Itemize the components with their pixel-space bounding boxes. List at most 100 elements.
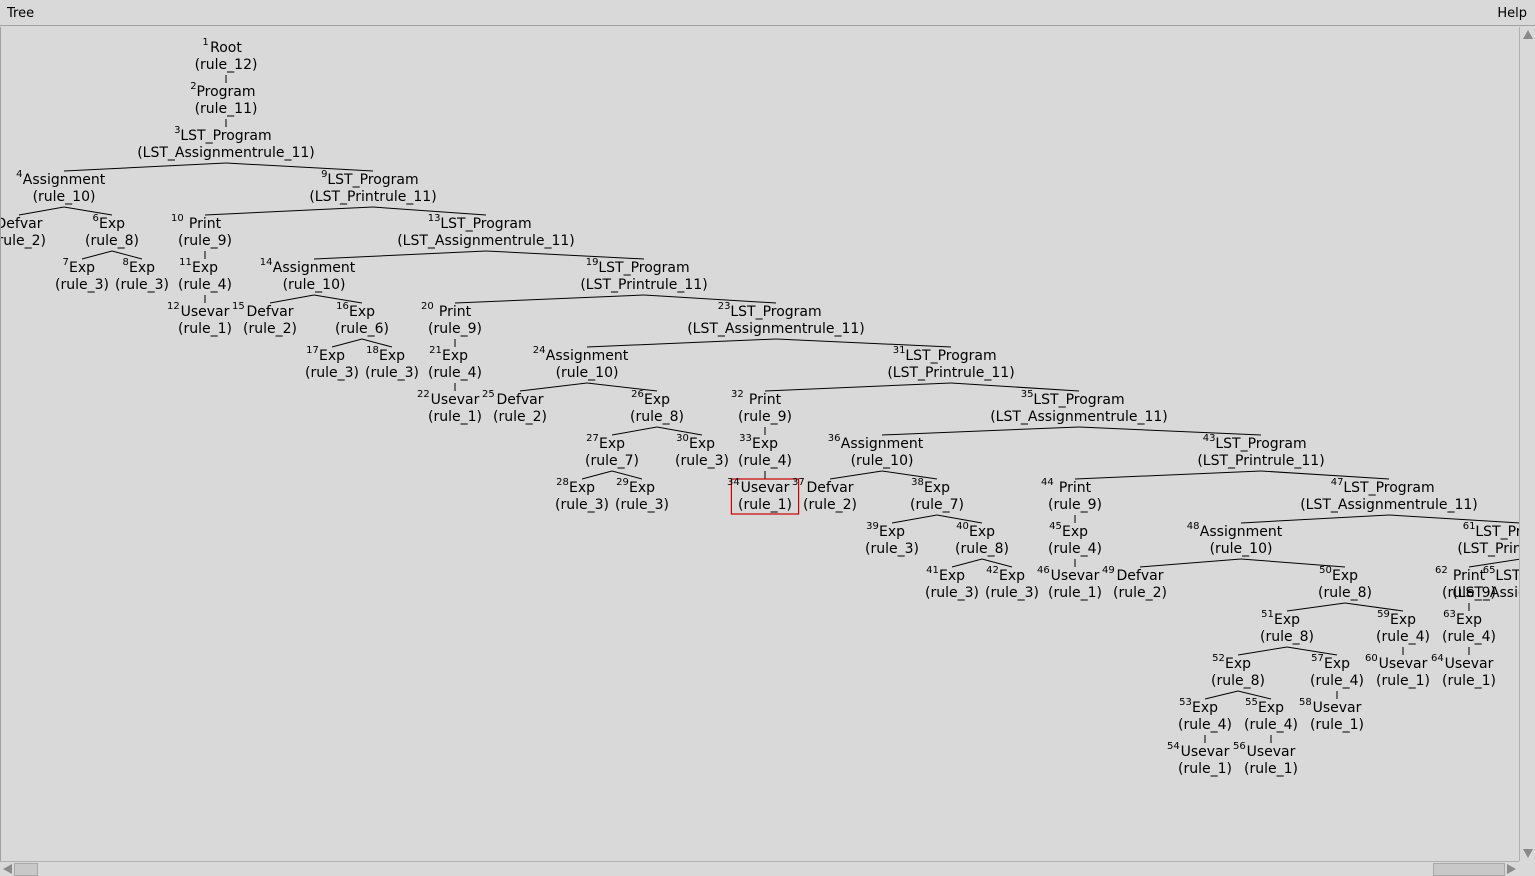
scroll-right-arrow-icon[interactable] — [1507, 864, 1516, 874]
node-number: 13 — [428, 213, 441, 224]
tree-edge-24-26 — [586, 382, 658, 392]
tree-edge-31-35 — [950, 382, 1080, 392]
node-name: Exp — [319, 348, 345, 364]
node-rule: (LST_Assignmentrule_11) — [137, 145, 315, 161]
scroll-thumb[interactable] — [1433, 863, 1505, 876]
scroll-thumb-left[interactable] — [14, 863, 38, 876]
node-number: 52 — [1212, 653, 1225, 664]
node-rule: (rule_2) — [243, 321, 297, 337]
node-rule: (rule_4) — [738, 453, 792, 469]
menu-tree[interactable]: Tree — [7, 6, 35, 21]
horizontal-scrollbar[interactable] — [0, 861, 1519, 876]
node-rule: (rule_10) — [1210, 541, 1273, 557]
vertical-scrollbar[interactable] — [1519, 27, 1535, 861]
tree-edge-13-14 — [313, 250, 487, 260]
scroll-up-arrow-icon[interactable] — [1523, 30, 1533, 39]
scroll-down-arrow-icon[interactable] — [1523, 849, 1533, 858]
node-name: Exp — [689, 436, 715, 452]
node-number: 63 — [1443, 609, 1456, 620]
scroll-left-arrow-icon[interactable] — [3, 864, 12, 874]
node-rule: (rule_4) — [1048, 541, 1102, 557]
node-name: LST_Program — [1033, 392, 1124, 408]
tree-edge-3-9 — [225, 162, 374, 172]
node-number: 1 — [202, 37, 208, 48]
menu-help[interactable]: Help — [1497, 6, 1527, 21]
node-rule: (rule_1) — [738, 497, 792, 513]
tree-edge-3-4 — [63, 162, 227, 172]
tree-edge-61-62 — [1468, 558, 1520, 568]
node-number: 10 — [171, 213, 184, 224]
node-number: 56 — [1233, 741, 1246, 752]
tree-edge-16-18 — [361, 338, 393, 348]
node-number: 48 — [1187, 521, 1200, 532]
node-number: 18 — [366, 345, 379, 356]
